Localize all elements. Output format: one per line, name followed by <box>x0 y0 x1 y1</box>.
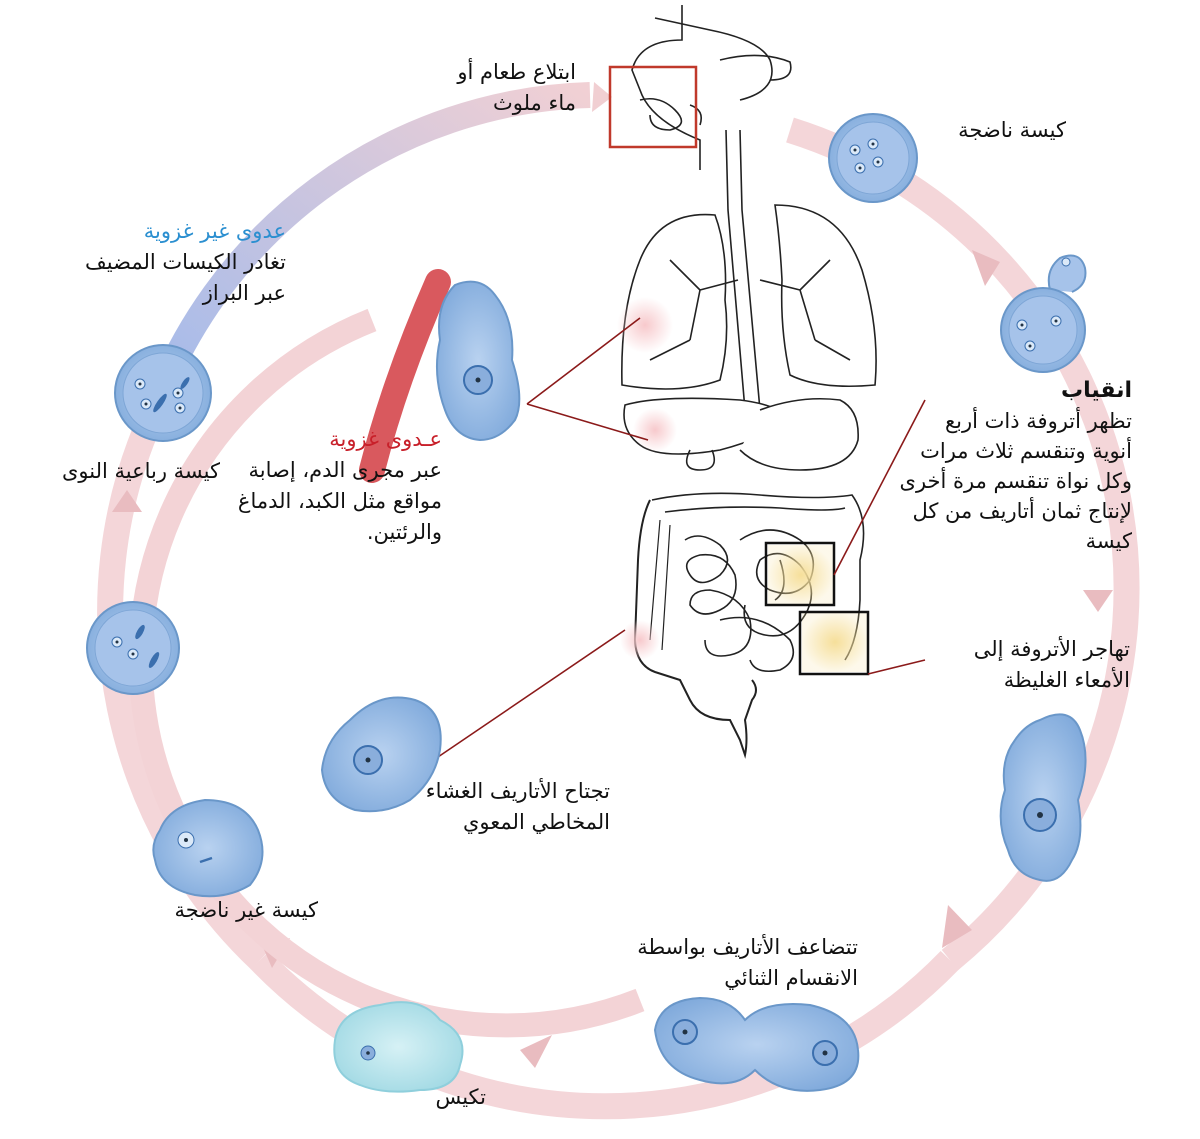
quadrinucleate-cyst-icon <box>114 344 212 442</box>
dividing-trophozoite-icon <box>653 996 860 1092</box>
invasive-line-3: والرئتين. <box>366 520 442 544</box>
invasive-line-1: عبر مجرى الدم، إصابة <box>248 458 442 482</box>
binary-fission-line-2: الانقسام الثنائي <box>724 966 858 990</box>
excystation-line-2: أنوية وتنقسم ثلاث مرات <box>920 439 1132 463</box>
intestines-icon <box>633 499 757 759</box>
invade-mucosa-label: تجتاح الأتاريف الغشاء المخاطي المعوي <box>400 776 610 838</box>
excystation-line-3: وكل نواة تنقسم مرة أخرى <box>899 469 1132 493</box>
encysting-cell-icon <box>333 1001 464 1093</box>
mature-cyst-label: كيسة ناضجة <box>920 115 1066 146</box>
binary-fission-line-1: تتضاعف الأتاريف بواسطة <box>637 935 858 959</box>
immature-cyst-label: كيسة غير ناضجة <box>130 895 318 926</box>
noninvasive-block: عدوى غير غزوية تغادر الكيسات المضيف عبر … <box>40 216 286 309</box>
immature-cyst-icon <box>152 798 264 898</box>
excysting-cyst-icon <box>1000 254 1087 373</box>
ingestion-label: ابتلاع طعام أو ماء ملوث <box>410 57 576 119</box>
noninvasive-line-1: تغادر الكيسات المضيف <box>85 250 286 274</box>
immature-cyst-text: كيسة غير ناضجة <box>174 898 318 922</box>
ingestion-line-1: ابتلاع طعام أو <box>457 60 576 84</box>
ingestion-line-2: ماء ملوث <box>492 91 576 115</box>
digestive-system-icon <box>617 5 877 759</box>
invasive-line-2: مواقع مثل الكبد، الدماغ <box>237 489 442 513</box>
invasive-title: عـدوى غزوية <box>329 427 442 451</box>
mucosa-trophozoite-icon <box>320 696 442 813</box>
binucleate-cyst-icon <box>86 601 180 695</box>
migration-label: تهاجر الأتروفة إلى الأمعاء الغليظة <box>920 634 1130 696</box>
quadrinucleate-cyst-label: كيسة رباعية النوى <box>20 456 220 487</box>
invade-mucosa-line-2: المخاطي المعوي <box>462 810 610 834</box>
arrowhead-6 <box>112 490 142 512</box>
excystation-line-4: لإنتاج ثمان أتاريف من كل <box>912 499 1132 523</box>
migration-highlight-box <box>798 610 870 676</box>
ingestion-highlight-box <box>608 65 698 149</box>
arrowhead-3 <box>942 905 972 948</box>
arrowhead-7 <box>592 82 612 112</box>
invasive-block: عـدوى غزوية عبر مجرى الدم، إصابة مواقع م… <box>196 424 442 548</box>
arrowhead-4 <box>520 1035 552 1068</box>
encystation-text: تكيس <box>435 1085 486 1109</box>
excystation-region-glow <box>768 545 834 605</box>
pointer-lines <box>437 317 926 758</box>
noninvasive-line-2: عبر البراز <box>202 281 286 305</box>
invade-mucosa-line-1: تجتاح الأتاريف الغشاء <box>425 779 610 803</box>
mature-cyst-icon <box>828 113 918 203</box>
binary-fission-label: تتضاعف الأتاريف بواسطة الانقسام الثنائي <box>600 932 858 994</box>
migration-region-glow <box>802 612 868 672</box>
arrowhead-1 <box>972 250 1000 286</box>
invasive-trophozoite-icon <box>436 280 521 442</box>
invasive-arrow <box>359 269 451 483</box>
migration-line-1: تهاجر الأتروفة إلى <box>973 637 1130 661</box>
trophozoite-icon <box>999 713 1087 882</box>
arrowhead-2 <box>1083 590 1113 612</box>
excystation-line-5: كيسة <box>1085 529 1132 553</box>
mature-cyst-text: كيسة ناضجة <box>958 118 1066 142</box>
quadrinucleate-cyst-text: كيسة رباعية النوى <box>61 459 220 483</box>
excystation-title: انقياب <box>1061 378 1132 403</box>
excystation-line-1: تظهر أتروفة ذات أربع <box>944 409 1132 433</box>
excystation-block: انقياب تظهر أتروفة ذات أربع أنوية وتنقسم… <box>880 375 1132 556</box>
inner-cycle-arc <box>128 308 645 1038</box>
encystation-label: تكيس <box>400 1082 486 1113</box>
noninvasive-arrow <box>137 82 591 425</box>
noninvasive-title: عدوى غير غزوية <box>143 219 286 243</box>
migration-line-2: الأمعاء الغليظة <box>1003 668 1130 692</box>
